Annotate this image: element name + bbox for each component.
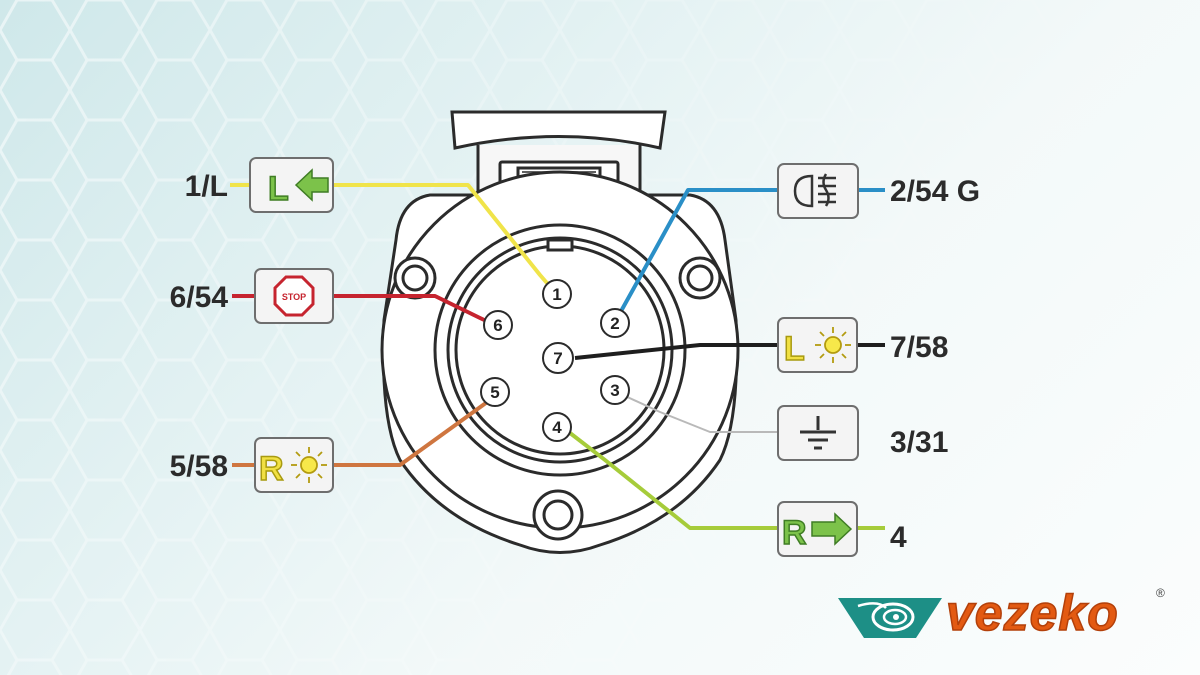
right-position-letter: R: [259, 450, 284, 488]
pins: 1 2 3 4 5 6 7: [480, 279, 630, 442]
left-position-light-icon: L: [777, 317, 858, 373]
pin-5-number: 5: [490, 383, 499, 402]
brand-name: vezeko: [945, 584, 1119, 642]
label-4: 4: [890, 521, 907, 554]
wire-1-route: [333, 183, 555, 292]
pin-1: 1: [542, 279, 572, 309]
right-turn-letter: R: [782, 514, 807, 552]
registered-mark: ®: [1156, 586, 1165, 600]
wires: [230, 183, 885, 530]
pin-3: 3: [600, 375, 630, 405]
label-2-54G: 2/54 G: [890, 175, 980, 208]
wire-2-route: [613, 188, 778, 323]
fog-light-icon: [777, 163, 859, 219]
left-turn-signal-icon: L: [249, 157, 334, 213]
brand-swirl-icon: [838, 598, 942, 638]
pin-3-number: 3: [610, 381, 619, 400]
pin-1-number: 1: [552, 285, 561, 304]
pin-7: 7: [542, 342, 574, 374]
pin-5: 5: [480, 377, 510, 407]
wire-7-route: [574, 343, 778, 360]
stop-light-icon: STOP: [254, 268, 334, 324]
label-1-L: 1/L: [185, 170, 228, 203]
socket-body: [380, 110, 740, 554]
pin-6: 6: [483, 310, 513, 340]
pin-2: 2: [600, 308, 630, 338]
pin-4: 4: [542, 412, 572, 442]
wire-4-route: [568, 431, 778, 530]
left-turn-letter: L: [268, 170, 289, 208]
left-position-letter: L: [784, 330, 805, 368]
wire-5-route: [333, 398, 492, 467]
right-turn-signal-icon: R: [777, 501, 858, 557]
label-7-58: 7/58: [890, 331, 948, 364]
ground-icon: [777, 405, 859, 461]
pin-2-number: 2: [610, 314, 619, 333]
pin-6-number: 6: [493, 316, 502, 335]
pin-4-number: 4: [552, 418, 562, 437]
label-3-31: 3/31: [890, 426, 948, 459]
label-5-58: 5/58: [170, 450, 228, 483]
brand-logo: vezeko ®: [838, 584, 1168, 642]
label-6-54: 6/54: [170, 281, 229, 314]
stop-text: STOP: [282, 292, 306, 302]
pin-7-number: 7: [553, 349, 562, 368]
right-position-light-icon: R: [254, 437, 334, 493]
wire-3: [622, 394, 778, 433]
